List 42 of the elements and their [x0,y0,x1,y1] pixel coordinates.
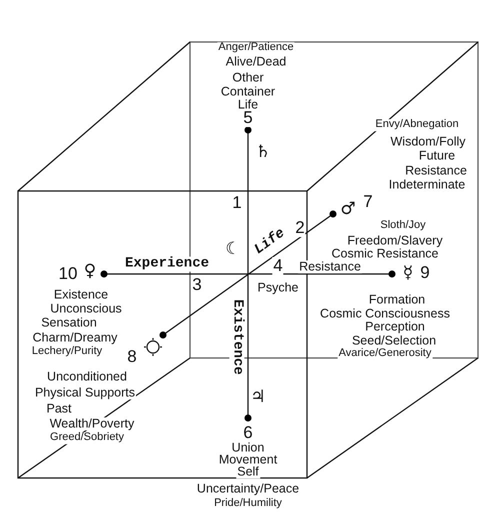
term-label: Resistance [298,260,362,274]
term-label: Anger/Patience [217,42,295,54]
number-label: 4 [272,257,284,275]
term-label: Freedom/Slavery [346,234,444,248]
term-label: Past [46,402,72,416]
term-label: Other [231,71,265,85]
term-label: Charm/Dreamy [32,331,118,345]
term-label: Future [418,149,456,163]
term-label: Psyche [256,281,300,295]
term-label: Pride/Humility [213,498,283,510]
number-label: 5 [242,109,254,127]
term-label: Alive/Dead [224,55,288,69]
term-label: Cosmic Resistance [330,247,440,261]
term-label: Seed/Selection [350,334,438,348]
term-label: Cosmic Consciousness [319,307,451,321]
term-label: Avarice/Generosity [338,348,432,360]
term-label: Sensation [40,316,98,330]
term-label: Physical Supports [34,386,136,400]
term-label: Resistance [404,164,468,178]
term-label: Perception [364,320,426,334]
term-label: Lechery/Purity [30,346,104,358]
term-label: Movement [218,453,278,467]
axis-label: Existence [230,298,244,376]
term-label: Uncertainty/Peace [196,482,300,496]
term-label: Wealth/Poverty [48,417,136,431]
planet-symbol: ☿ [402,265,414,283]
term-label: Container [220,85,276,99]
term-label: Envy/Abnegation [374,119,460,131]
term-label: Unconditioned [46,370,128,384]
term-label: Greed/Sobriety [49,432,125,444]
number-label: 2 [294,219,306,237]
axis-label: Experience [124,256,210,272]
term-label: Self [236,465,260,479]
planet-symbol: ♀ [82,263,98,281]
term-label: Existence [52,288,110,302]
term-label: Sloth/Joy [379,220,427,232]
term-label: Unconscious [49,302,123,316]
term-label: Life [236,98,260,112]
term-label: Wisdom/Folly [390,135,466,149]
term-label: Formation [368,293,426,307]
term-label: Union [230,441,266,455]
term-label: Indeterminate [388,178,466,192]
